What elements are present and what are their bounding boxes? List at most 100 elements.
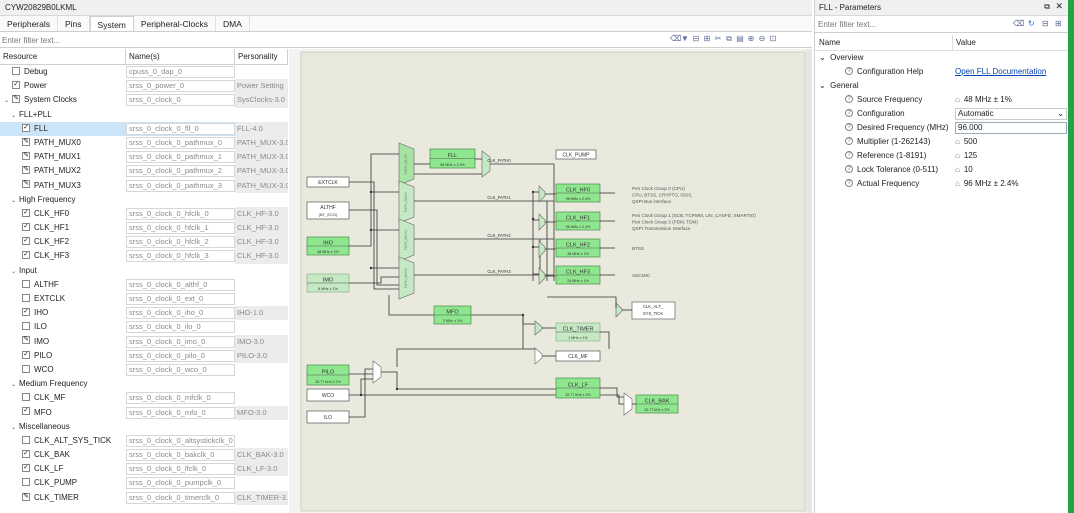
resource-name-field[interactable]: srss_0_clock_0_imo_0	[126, 335, 235, 348]
checkbox[interactable]	[22, 364, 30, 373]
refresh-icon[interactable]: ↻	[1028, 19, 1035, 28]
diagram-scrollbar[interactable]	[806, 49, 812, 513]
clk-mf-mux[interactable]	[534, 347, 543, 365]
clk-bak-mux[interactable]	[623, 392, 633, 416]
clk-timer-mux[interactable]	[534, 320, 543, 336]
restore-icon[interactable]: ⧉	[1044, 2, 1050, 11]
header-resource[interactable]: Resource	[0, 49, 126, 64]
resource-name-field[interactable]: srss_0_clock_0_iho_0	[126, 307, 235, 320]
checkbox[interactable]: ✓	[22, 308, 30, 317]
paste-icon[interactable]: ▤	[736, 34, 744, 43]
tab-dma[interactable]: DMA	[216, 16, 250, 31]
checkbox[interactable]	[22, 435, 30, 444]
checkbox[interactable]	[22, 478, 30, 487]
expand-icon[interactable]: ⊞	[703, 34, 711, 43]
resource-name-field[interactable]: srss_0_clock_0_althf_0	[126, 278, 235, 291]
chevron-down-icon[interactable]: ⌄	[11, 112, 17, 119]
cut-icon[interactable]: ✂	[714, 34, 722, 43]
collapse-icon[interactable]: ⊟	[692, 34, 700, 43]
path-mux-0[interactable]	[398, 142, 415, 186]
resource-name-field[interactable]: srss_0_clock_0_lfclk_0	[126, 463, 235, 476]
resource-name-field[interactable]: srss_0_clock_0_hfclk_0	[126, 207, 235, 220]
fll-bypass-mux[interactable]	[481, 150, 491, 178]
checkbox[interactable]: ✓	[12, 81, 20, 90]
checkbox[interactable]: ✓	[22, 407, 30, 416]
althf-block[interactable]	[306, 201, 350, 220]
table-row[interactable]: ⌄FLL+PLL	[0, 108, 288, 122]
checkbox[interactable]: ✓	[22, 464, 30, 473]
clk-pump-block[interactable]	[555, 149, 597, 160]
resource-name-field[interactable]: srss_0_clock_0_ilo_0	[126, 321, 235, 334]
tab-system[interactable]: System	[89, 16, 134, 31]
resource-name-field[interactable]: srss_0_clock_0_pathmux_0	[126, 136, 235, 149]
help-icon[interactable]: ?	[845, 178, 853, 187]
hf-mux-0[interactable]	[538, 185, 546, 203]
resource-name-field[interactable]: srss_0_clock_0_pumpclk_0	[126, 477, 235, 490]
path-mux-1[interactable]	[398, 180, 415, 224]
checkbox[interactable]: ✓	[22, 449, 30, 458]
checkbox[interactable]: ✓	[22, 251, 30, 260]
resource-name-field[interactable]: srss_0_clock_0_pathmux_2	[126, 165, 235, 178]
resource-name-field[interactable]: srss_0_clock_0_mfclk_0	[126, 392, 235, 405]
configuration-dropdown[interactable]: Automatic⌄	[955, 108, 1067, 120]
desired-frequency-input[interactable]: 96.000	[955, 122, 1067, 134]
resource-name-field[interactable]: srss_0_power_0	[126, 80, 235, 93]
resource-name-field[interactable]: srss_0_clock_0_wco_0	[126, 363, 235, 376]
resource-name-field[interactable]: srss_0_clock_0_pilo_0	[126, 349, 235, 362]
table-row[interactable]: ⌄Medium Frequency	[0, 377, 288, 391]
filter-icon[interactable]: ▼	[681, 34, 689, 43]
alt-sys-tick-mux[interactable]	[615, 302, 623, 318]
checkbox[interactable]: ✎	[12, 95, 20, 104]
resource-name-field[interactable]: srss_0_clock_0_mfo_0	[126, 406, 235, 419]
zoom-in-icon[interactable]: ⊕	[747, 34, 755, 43]
table-row[interactable]: ⌄Miscellaneous	[0, 420, 288, 434]
resource-name-field[interactable]: srss_0_clock_0_hfclk_1	[126, 222, 235, 235]
checkbox[interactable]	[22, 293, 30, 302]
collapse-icon[interactable]: ⊟	[1042, 19, 1049, 28]
chevron-down-icon[interactable]: ⌄	[11, 197, 17, 204]
resource-name-field[interactable]: srss_0_clock_0_hfclk_2	[126, 236, 235, 249]
copy-icon[interactable]: ⧉	[726, 34, 732, 43]
resource-name-field[interactable]: srss_0_clock_0_ext_0	[126, 293, 235, 305]
help-icon[interactable]: ?	[845, 136, 853, 145]
fll-documentation-link[interactable]: Open FLL Documentation	[955, 67, 1047, 76]
header-names[interactable]: Name(s)	[126, 49, 235, 64]
resource-name-field[interactable]: srss_0_clock_0_pathmux_3	[126, 179, 235, 192]
checkbox[interactable]: ✎	[22, 152, 30, 161]
help-icon[interactable]: ?	[845, 94, 853, 103]
clk-alt-sys-tick-block[interactable]	[631, 301, 676, 320]
chevron-down-icon[interactable]: ⌄	[11, 382, 17, 389]
chevron-down-icon[interactable]: ⌄	[819, 81, 826, 90]
tab-pins[interactable]: Pins	[58, 16, 90, 31]
help-icon[interactable]: ?	[845, 122, 853, 131]
checkbox[interactable]: ✎	[22, 492, 30, 501]
checkbox[interactable]: ✓	[22, 123, 30, 132]
hf-mux-1[interactable]	[538, 213, 546, 231]
resource-name-field[interactable]: srss_0_clock_0_bakclk_0	[126, 449, 235, 462]
chevron-down-icon[interactable]: ⌄	[4, 98, 10, 105]
checkbox[interactable]: ✓	[22, 350, 30, 359]
close-icon[interactable]: ✕	[1055, 1, 1063, 11]
resource-name-field[interactable]: srss_0_clock_0_pathmux_1	[126, 151, 235, 164]
table-row[interactable]: ⌄Input	[0, 264, 288, 278]
resource-name-field[interactable]: srss_0_clock_0_altsystickclk_0	[126, 434, 235, 447]
filter-input[interactable]	[2, 34, 662, 46]
checkbox[interactable]	[12, 66, 20, 75]
